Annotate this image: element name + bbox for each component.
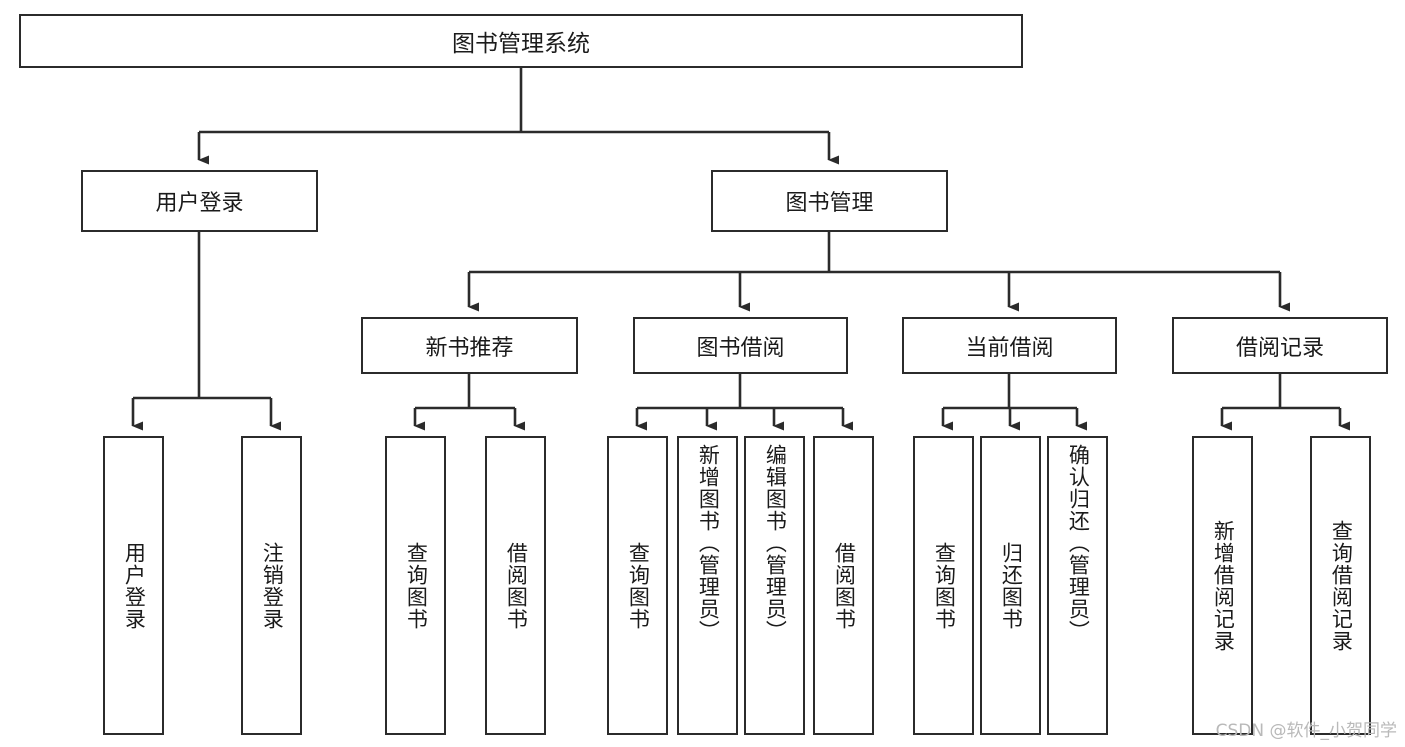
leaf-new-book-query[interactable]: 查询图书	[385, 436, 446, 735]
leaf-book-borrow-borrow[interactable]: 借阅图书	[813, 436, 874, 735]
node-book-borrow[interactable]: 图书借阅	[633, 317, 848, 374]
leaf-user-login-login[interactable]: 用户登录	[103, 436, 164, 735]
leaf-new-book-borrow[interactable]: 借阅图书	[485, 436, 546, 735]
node-current-borrow[interactable]: 当前借阅	[902, 317, 1117, 374]
leaf-label: 查询借阅记录	[1329, 519, 1354, 652]
leaf-label: 编辑图书（管理员）	[763, 444, 788, 642]
leaf-user-login-logout[interactable]: 注销登录	[241, 436, 302, 735]
leaf-current-borrow-query[interactable]: 查询图书	[913, 436, 974, 735]
leaf-current-borrow-confirm-return[interactable]: 确认归还（管理员）	[1047, 436, 1108, 735]
leaf-label: 查询图书	[932, 541, 957, 630]
node-user-login[interactable]: 用户登录	[81, 170, 318, 232]
leaf-book-borrow-add[interactable]: 新增图书（管理员）	[677, 436, 738, 735]
leaf-book-borrow-edit[interactable]: 编辑图书（管理员）	[744, 436, 805, 735]
leaf-label: 查询图书	[626, 541, 651, 630]
leaf-label: 归还图书	[999, 541, 1024, 630]
node-root-system[interactable]: 图书管理系统	[19, 14, 1023, 68]
leaf-label: 注销登录	[260, 541, 285, 630]
leaf-borrow-record-add[interactable]: 新增借阅记录	[1192, 436, 1253, 735]
node-borrow-record[interactable]: 借阅记录	[1172, 317, 1388, 374]
leaf-label: 查询图书	[404, 541, 429, 630]
leaf-borrow-record-query[interactable]: 查询借阅记录	[1310, 436, 1371, 735]
leaf-book-borrow-query[interactable]: 查询图书	[607, 436, 668, 735]
leaf-label: 新增图书（管理员）	[696, 444, 721, 642]
leaf-label: 借阅图书	[832, 541, 857, 630]
leaf-label: 用户登录	[122, 541, 147, 630]
node-new-book-recommend[interactable]: 新书推荐	[361, 317, 578, 374]
leaf-label: 借阅图书	[504, 541, 529, 630]
leaf-current-borrow-return[interactable]: 归还图书	[980, 436, 1041, 735]
leaf-label: 新增借阅记录	[1211, 519, 1236, 652]
node-book-management[interactable]: 图书管理	[711, 170, 948, 232]
leaf-label: 确认归还（管理员）	[1066, 444, 1091, 642]
